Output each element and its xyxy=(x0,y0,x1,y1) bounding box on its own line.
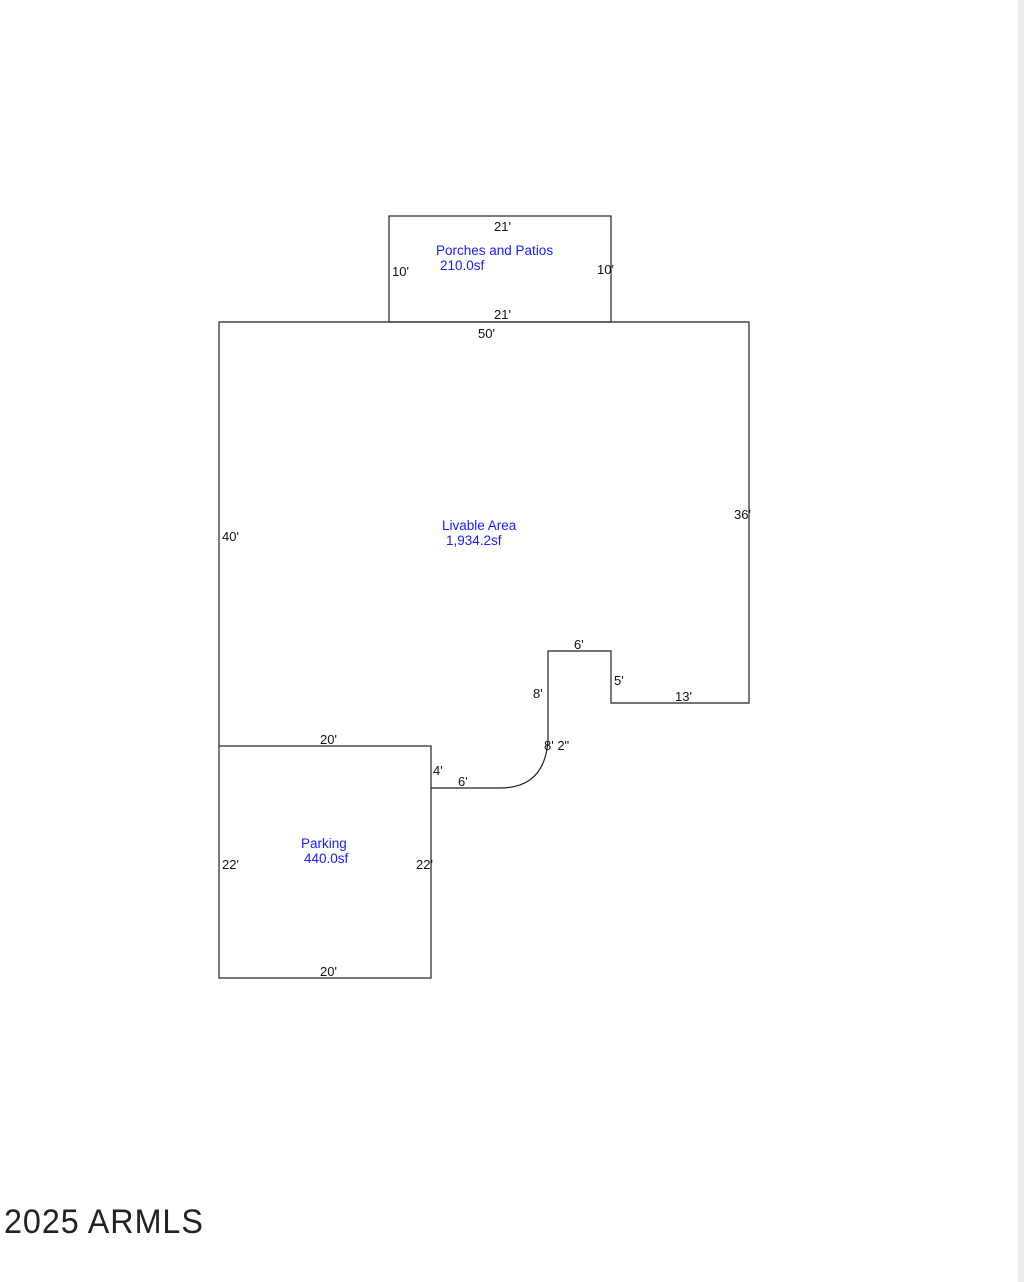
porch-area: 210.0sf xyxy=(440,258,485,273)
notch-left-dim: 8' xyxy=(533,686,543,701)
livable-right-dim: 36' xyxy=(734,507,751,522)
notch-top-dim: 6' xyxy=(574,637,584,652)
porch-label: Porches and Patios xyxy=(436,243,553,258)
livable-outline xyxy=(218,321,750,789)
parking-right-dim: 22' xyxy=(416,857,433,872)
scrollbar[interactable] xyxy=(1018,0,1024,1282)
watermark: 2025 ARMLS xyxy=(4,1203,204,1241)
link-dim: 6' xyxy=(458,774,468,789)
parking-left-dim: 22' xyxy=(222,857,239,872)
link-side-dim: 4' xyxy=(433,763,443,778)
porch-left-dim: 10' xyxy=(392,264,409,279)
parking-area: 440.0sf xyxy=(304,851,349,866)
parking-outline xyxy=(218,745,432,979)
porch-top-dim: 21' xyxy=(494,219,511,234)
parking-label: Parking xyxy=(301,836,347,851)
curve-dim: 8' 2" xyxy=(544,738,570,753)
porch-bottom-dim: 21' xyxy=(494,307,511,322)
notch-bottom-dim: 13' xyxy=(675,689,692,704)
parking-top-dim: 20' xyxy=(320,732,337,747)
livable-top-dim: 50' xyxy=(478,326,495,341)
parking-bottom-dim: 20' xyxy=(320,964,337,979)
livable-left-dim: 40' xyxy=(222,529,239,544)
notch-right-dim: 5' xyxy=(614,673,624,688)
livable-area: 1,934.2sf xyxy=(446,533,502,548)
porch-right-dim: 10' xyxy=(597,262,614,277)
livable-label: Livable Area xyxy=(442,518,517,533)
